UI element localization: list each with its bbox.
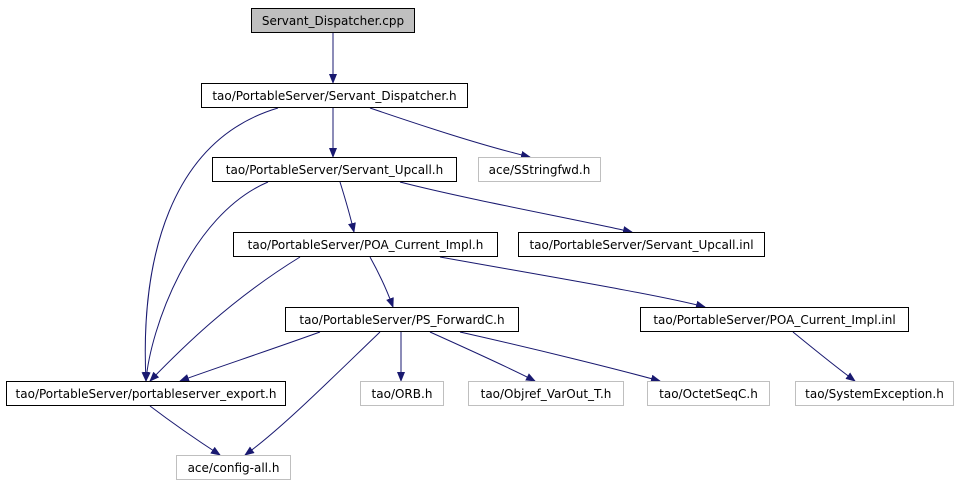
node-servant-upcall-h[interactable]: tao/PortableServer/Servant_Upcall.h [212,157,457,182]
edge-poa-current-to-export [149,256,301,382]
edge-ps-forward-to-config-all [244,331,381,456]
edge-upcall-to-poa-current [339,181,356,233]
node-systemexception-h: tao/SystemException.h [795,381,954,406]
node-sstringfwd-h: ace/SStringfwd.h [478,157,601,182]
node-orb-h: tao/ORB.h [360,381,444,406]
node-servant-dispatcher-h[interactable]: tao/PortableServer/Servant_Dispatcher.h [201,83,468,108]
edge-ps-forward-to-export [179,331,321,382]
node-config-all-h: ace/config-all.h [176,455,291,480]
node-poa-current-impl-h[interactable]: tao/PortableServer/POA_Current_Impl.h [233,232,498,257]
node-poa-current-impl-inl[interactable]: tao/PortableServer/POA_Current_Impl.inl [640,307,909,332]
node-root-cpp: Servant_Dispatcher.cpp [251,8,415,33]
node-octetseqc-h: tao/OctetSeqC.h [647,381,770,406]
edge-upcall-to-export [142,181,269,382]
edge-poa-inl-to-sysexc [792,331,856,382]
edge-poa-current-to-ps-forward [369,256,394,308]
edge-upcall-to-upcall-inl [399,181,633,234]
edge-export-to-config-all [149,405,221,456]
node-objref-varout-t-h: tao/Objref_VarOut_T.h [468,381,624,406]
edge-poa-current-to-poa-inl [439,256,706,309]
edge-ps-forward-to-objref [429,331,536,382]
edge-ps-forward-to-octetseq [459,331,661,383]
node-ps-forwardc-h[interactable]: tao/PortableServer/PS_ForwardC.h [285,307,519,332]
edge-dispatcher-to-sstringfwd [369,107,531,159]
node-servant-upcall-inl[interactable]: tao/PortableServer/Servant_Upcall.inl [518,232,765,257]
edge-dispatcher-to-export [141,107,279,382]
node-portableserver-export-h[interactable]: tao/PortableServer/portableserver_export… [6,381,286,406]
